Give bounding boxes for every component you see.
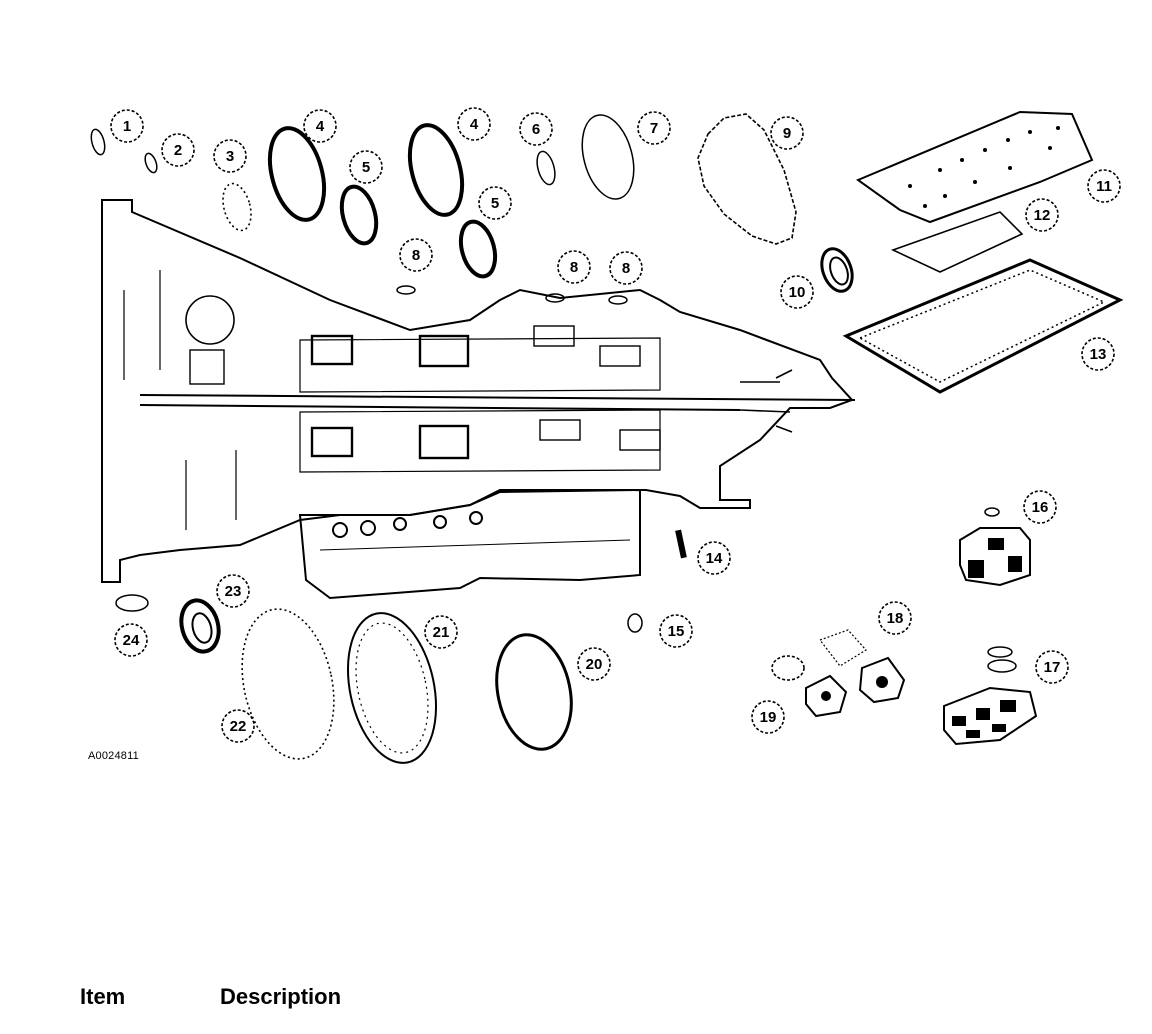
o-ring-1 xyxy=(90,128,106,156)
exploded-parts-diagram: 1 2 3 4 4 5 5 6 7 8 8 8 9 10 11 12 13 14… xyxy=(90,107,1124,764)
callout-10: 10 xyxy=(780,275,814,309)
svg-text:8: 8 xyxy=(412,247,420,264)
gasket-9 xyxy=(697,113,797,245)
seal-23 xyxy=(179,598,221,654)
filter-19 xyxy=(771,655,848,718)
svg-text:11: 11 xyxy=(1096,178,1112,195)
gasket-12 xyxy=(890,211,1024,273)
seal-ring-4b xyxy=(407,123,465,217)
gasket-22 xyxy=(241,608,335,760)
callout-14: 14 xyxy=(697,541,731,575)
svg-text:1: 1 xyxy=(123,118,131,135)
solenoid-16 xyxy=(959,507,1031,587)
callout-23: 23 xyxy=(216,574,250,608)
table-header-item: Item xyxy=(80,984,126,1009)
callout-9: 9 xyxy=(770,116,804,150)
svg-text:5: 5 xyxy=(362,159,370,176)
plate-21 xyxy=(346,612,438,764)
svg-text:5: 5 xyxy=(491,195,499,212)
callout-8a: 8 xyxy=(399,238,433,272)
svg-text:10: 10 xyxy=(789,284,806,301)
callout-5b: 5 xyxy=(478,186,512,220)
seal-ring-5b xyxy=(458,219,498,279)
o-ring-8a xyxy=(396,285,416,295)
callout-18: 18 xyxy=(878,601,912,635)
figure-reference-code: A0024811 xyxy=(88,750,139,762)
o-ring-6 xyxy=(536,150,556,186)
valve-body-17 xyxy=(943,646,1038,746)
svg-text:24: 24 xyxy=(123,632,140,649)
callout-16: 16 xyxy=(1023,490,1057,524)
svg-text:2: 2 xyxy=(174,142,182,159)
svg-text:8: 8 xyxy=(622,260,630,277)
pan-gasket-13 xyxy=(842,258,1124,394)
gasket-20 xyxy=(495,633,573,751)
o-ring-8c xyxy=(608,295,628,305)
svg-text:9: 9 xyxy=(783,125,791,142)
callout-17: 17 xyxy=(1035,650,1069,684)
pin-14 xyxy=(675,529,687,559)
solenoid-pack-18 xyxy=(819,629,906,704)
callout-22: 22 xyxy=(221,709,255,743)
svg-text:12: 12 xyxy=(1034,207,1051,224)
callout-5a: 5 xyxy=(349,150,383,184)
callout-1: 1 xyxy=(110,109,144,143)
svg-text:13: 13 xyxy=(1090,346,1107,363)
o-ring-15 xyxy=(627,613,643,633)
table-header-description: Description xyxy=(220,984,342,1009)
callout-12: 12 xyxy=(1025,198,1059,232)
svg-text:14: 14 xyxy=(706,550,723,567)
callout-21: 21 xyxy=(424,615,458,649)
callout-8b: 8 xyxy=(557,250,591,284)
svg-text:4: 4 xyxy=(316,118,325,135)
svg-text:8: 8 xyxy=(570,259,578,276)
svg-text:22: 22 xyxy=(230,718,247,735)
callout-24: 24 xyxy=(114,623,148,657)
callout-4a: 4 xyxy=(303,109,337,143)
seal-3 xyxy=(222,182,252,232)
svg-text:6: 6 xyxy=(532,121,540,138)
o-ring-24 xyxy=(115,594,149,612)
svg-text:7: 7 xyxy=(650,120,658,137)
svg-text:21: 21 xyxy=(433,624,450,641)
callout-2: 2 xyxy=(161,133,195,167)
svg-text:19: 19 xyxy=(760,709,777,726)
callout-20: 20 xyxy=(577,647,611,681)
o-ring-2 xyxy=(144,152,158,174)
svg-text:16: 16 xyxy=(1032,499,1049,516)
callout-4b: 4 xyxy=(457,107,491,141)
callout-6: 6 xyxy=(519,112,553,146)
callout-19: 19 xyxy=(751,700,785,734)
o-ring-8b xyxy=(545,293,565,303)
seal-10 xyxy=(820,247,854,293)
svg-text:17: 17 xyxy=(1044,659,1061,676)
svg-text:23: 23 xyxy=(225,583,242,600)
seal-ring-5a xyxy=(339,184,379,246)
svg-text:18: 18 xyxy=(887,610,904,627)
callout-13: 13 xyxy=(1081,337,1115,371)
svg-text:20: 20 xyxy=(586,656,603,673)
seal-ring-4a xyxy=(267,126,327,222)
callout-7: 7 xyxy=(637,111,671,145)
transmission-case xyxy=(101,199,856,600)
callout-8c: 8 xyxy=(609,251,643,285)
callout-3: 3 xyxy=(213,139,247,173)
callout-11: 11 xyxy=(1087,169,1121,203)
separator-plate-11 xyxy=(855,110,1094,224)
svg-text:3: 3 xyxy=(226,148,234,165)
svg-text:15: 15 xyxy=(668,623,685,640)
callout-15: 15 xyxy=(659,614,693,648)
svg-text:4: 4 xyxy=(470,116,479,133)
seal-ring-7 xyxy=(581,114,635,200)
